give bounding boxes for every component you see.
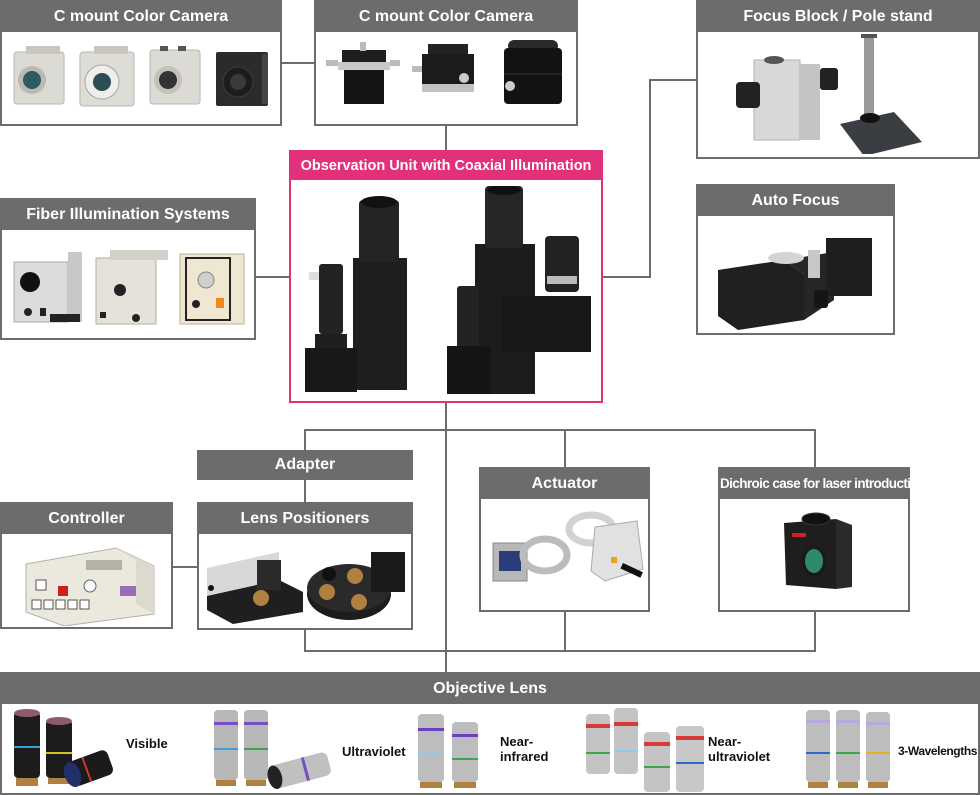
light-source-icon xyxy=(13,250,245,325)
node-title: Dichroic case for laser introduction xyxy=(720,469,926,499)
node-dichroic-case[interactable]: Dichroic case for laser introduction xyxy=(718,467,926,612)
connector-actuator-bottom xyxy=(564,610,566,652)
actuator-icon xyxy=(492,511,644,582)
connector-positioners-bottom xyxy=(304,628,306,652)
node-title: Actuator xyxy=(481,469,648,499)
node-controller[interactable]: Controller xyxy=(0,502,173,629)
node-title: Objective Lens xyxy=(2,674,978,704)
connector-observation-right-h xyxy=(601,276,651,278)
lens-group-label-line1: Near- xyxy=(708,734,742,749)
connector-bus-dichroic xyxy=(814,429,816,469)
connector-fiber-observation xyxy=(254,276,291,278)
connector-bottom-bus xyxy=(304,650,816,652)
connector-right-vertical xyxy=(649,79,651,278)
node-title: Fiber Illumination Systems xyxy=(2,200,254,230)
objective-lens-icon xyxy=(586,708,704,792)
connector-bus-actuator xyxy=(564,429,566,469)
objective-lens-icon xyxy=(14,709,113,788)
connector-camera-adapter xyxy=(280,62,316,64)
connector-dichroic-bottom xyxy=(814,610,816,652)
auto-focus-icon xyxy=(718,238,872,330)
connector-adapter-observation xyxy=(445,124,447,152)
node-title: C mount Color Camera xyxy=(316,2,576,32)
node-lens-positioners[interactable]: Lens Positioners xyxy=(197,502,413,630)
lens-group-label-line2: ultraviolet xyxy=(708,749,771,764)
node-adapter[interactable]: Adapter xyxy=(197,450,413,480)
connector-bus-adapter xyxy=(304,429,306,452)
connector-central-trunk xyxy=(445,401,447,674)
node-actuator[interactable]: Actuator xyxy=(479,467,650,612)
lens-group-label: 3-Wavelengths xyxy=(898,744,978,758)
node-objective-lens[interactable]: Objective Lens Visible Ultraviolet Near-… xyxy=(0,672,980,795)
lens-group-label: Near- ultraviolet xyxy=(708,734,770,764)
lens-group-label-line2: infrared xyxy=(500,749,549,764)
lens-positioner-icon xyxy=(207,552,405,624)
lens-group-label: Near- infrared xyxy=(500,734,548,764)
node-focus-block[interactable]: Focus Block / Pole stand xyxy=(696,0,980,159)
lens-group-label: Visible xyxy=(126,736,168,751)
node-cmount-camera[interactable]: C mount Color Camera xyxy=(0,0,282,126)
connector-top-bus xyxy=(304,429,816,431)
node-cmount-adapter[interactable]: C mount Color Camera xyxy=(314,0,578,126)
c-mount-adapter-icon xyxy=(326,40,562,104)
objective-lens-icon xyxy=(418,714,478,788)
objective-lens-icon xyxy=(214,710,331,789)
observation-unit-icon xyxy=(305,186,591,394)
node-fiber-illumination[interactable]: Fiber Illumination Systems xyxy=(0,198,256,340)
node-title: Lens Positioners xyxy=(199,504,411,534)
camera-icon xyxy=(13,46,268,107)
lens-group-label-line1: Near- xyxy=(500,734,534,749)
controller-icon xyxy=(25,547,155,626)
node-title: Observation Unit with Coaxial Illuminati… xyxy=(291,152,601,180)
node-observation-unit[interactable]: Observation Unit with Coaxial Illuminati… xyxy=(289,150,603,403)
node-title: Focus Block / Pole stand xyxy=(698,2,978,32)
connector-controller-positioners xyxy=(171,566,199,568)
connector-focusblock-h xyxy=(649,79,697,81)
connector-adapter-positioners xyxy=(304,478,306,504)
node-title: Auto Focus xyxy=(698,186,893,216)
objective-lens-icon xyxy=(806,710,890,788)
node-title: Controller xyxy=(2,504,171,534)
lens-group-label: Ultraviolet xyxy=(342,744,406,759)
node-auto-focus[interactable]: Auto Focus xyxy=(696,184,895,335)
dichroic-cube-icon xyxy=(784,512,852,589)
node-title: C mount Color Camera xyxy=(2,2,280,32)
focus-block-icon xyxy=(736,34,922,154)
